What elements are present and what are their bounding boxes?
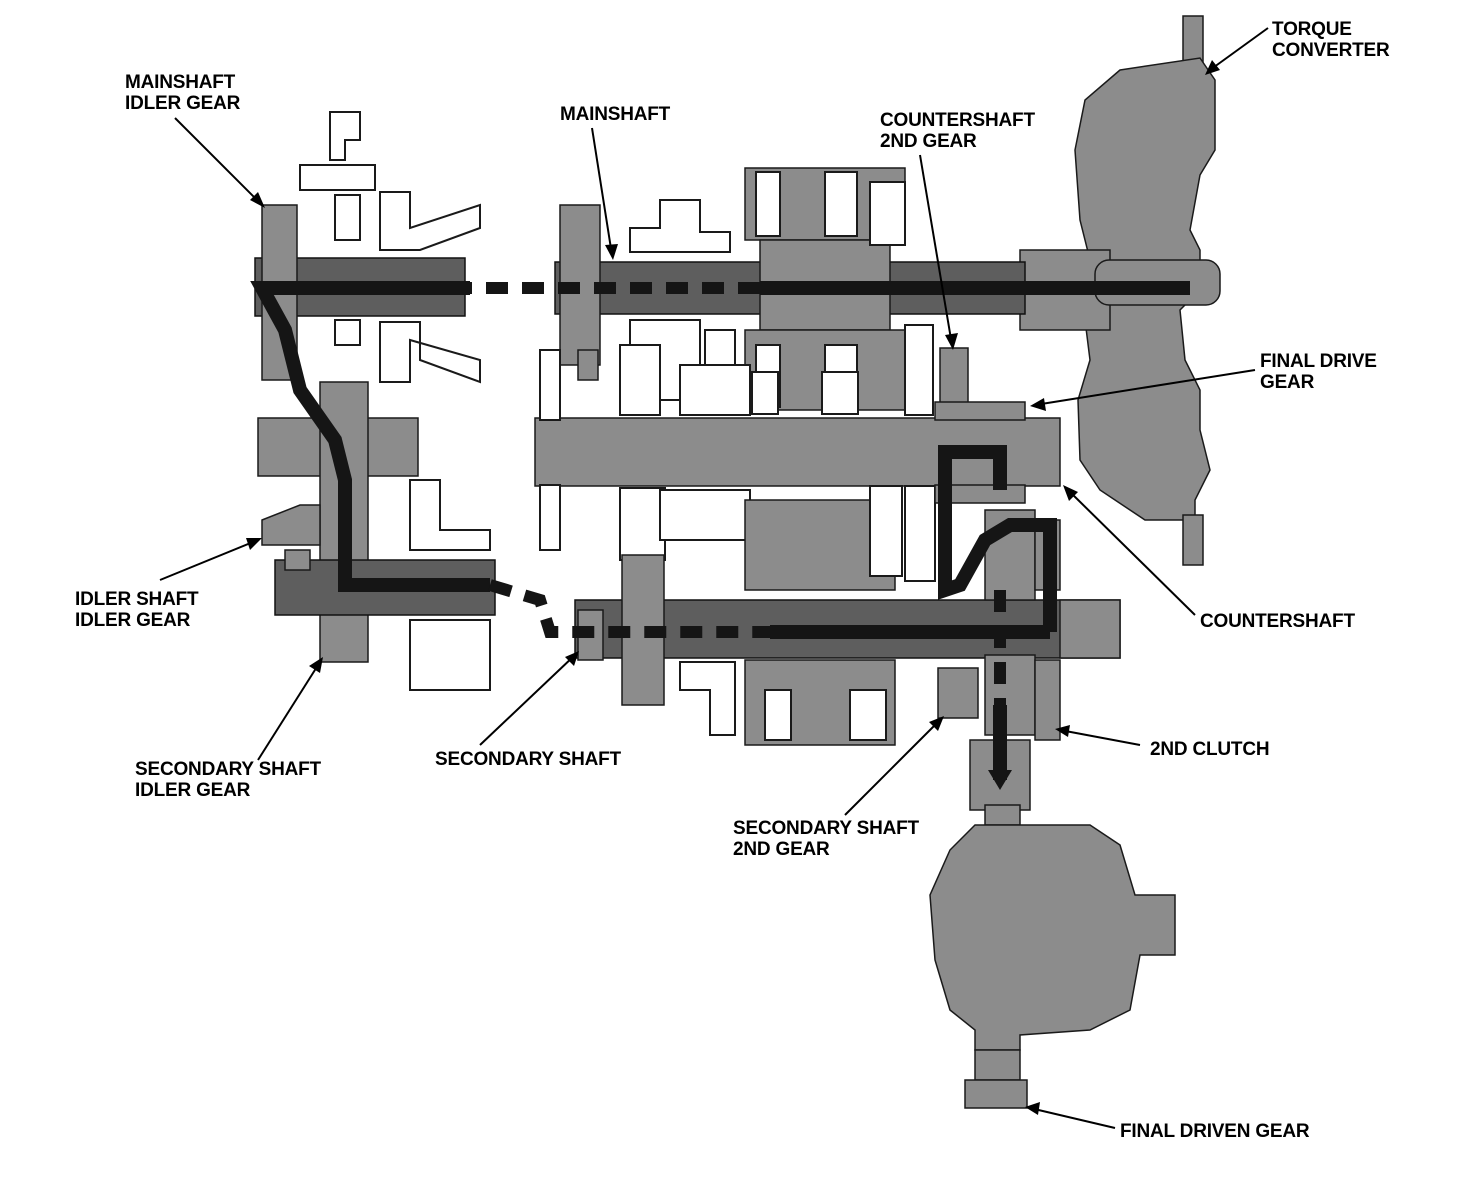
label-secondary-shaft-2nd-gear: SECONDARY SHAFT 2ND GEAR — [733, 818, 924, 860]
leader-final-driven-gear — [1029, 1107, 1116, 1129]
leader-lines — [159, 27, 1269, 1129]
label-countershaft: COUNTERSHAFT — [1200, 611, 1355, 632]
label-countershaft-2nd-gear: COUNTERSHAFT 2ND GEAR — [880, 110, 1040, 152]
leader-second-clutch — [1059, 729, 1141, 746]
leader-mainshaft — [591, 127, 613, 256]
label-final-drive-gear: FINAL DRIVE GEAR — [1260, 351, 1382, 393]
power-flow-secondary-dashed — [488, 579, 770, 638]
labels: TORQUE CONVERTER MAINSHAFT IDLER GEAR MA… — [75, 19, 1390, 1142]
leader-secondary-shaft-idler-gear — [257, 661, 321, 761]
label-mainshaft-idler-gear: MAINSHAFT IDLER GEAR — [125, 72, 241, 114]
power-flow-path — [250, 281, 1190, 790]
label-secondary-shaft: SECONDARY SHAFT — [435, 749, 622, 770]
leader-torque-converter — [1209, 27, 1269, 71]
leader-mainshaft-idler-gear — [174, 117, 263, 206]
secondary-shaft-clutch-plates — [764, 689, 887, 741]
countershaft — [534, 344, 1061, 591]
final-driven-gear-assembly — [929, 739, 1176, 1109]
power-flow-idler-path — [250, 281, 490, 592]
label-mainshaft: MAINSHAFT — [560, 104, 671, 125]
leader-idler-shaft-idler-gear — [159, 539, 259, 581]
label-final-driven-gear: FINAL DRIVEN GEAR — [1120, 1121, 1310, 1142]
power-flow-second-clutch — [938, 445, 1057, 632]
label-second-clutch: 2ND CLUTCH — [1150, 739, 1269, 760]
idler-shaft — [257, 381, 491, 691]
leader-countershaft — [1067, 489, 1196, 616]
leader-secondary-shaft-2nd-gear — [844, 719, 941, 816]
label-idler-shaft-idler-gear: IDLER SHAFT IDLER GEAR — [75, 589, 204, 631]
leader-final-drive-gear — [1034, 369, 1256, 406]
leader-countershaft-2nd-gear — [919, 154, 953, 346]
label-torque-converter: TORQUE CONVERTER — [1272, 19, 1390, 61]
power-flow-arrowhead — [988, 770, 1012, 790]
leader-secondary-shaft — [479, 654, 576, 746]
label-secondary-shaft-idler-gear: SECONDARY SHAFT IDLER GEAR — [135, 759, 326, 801]
